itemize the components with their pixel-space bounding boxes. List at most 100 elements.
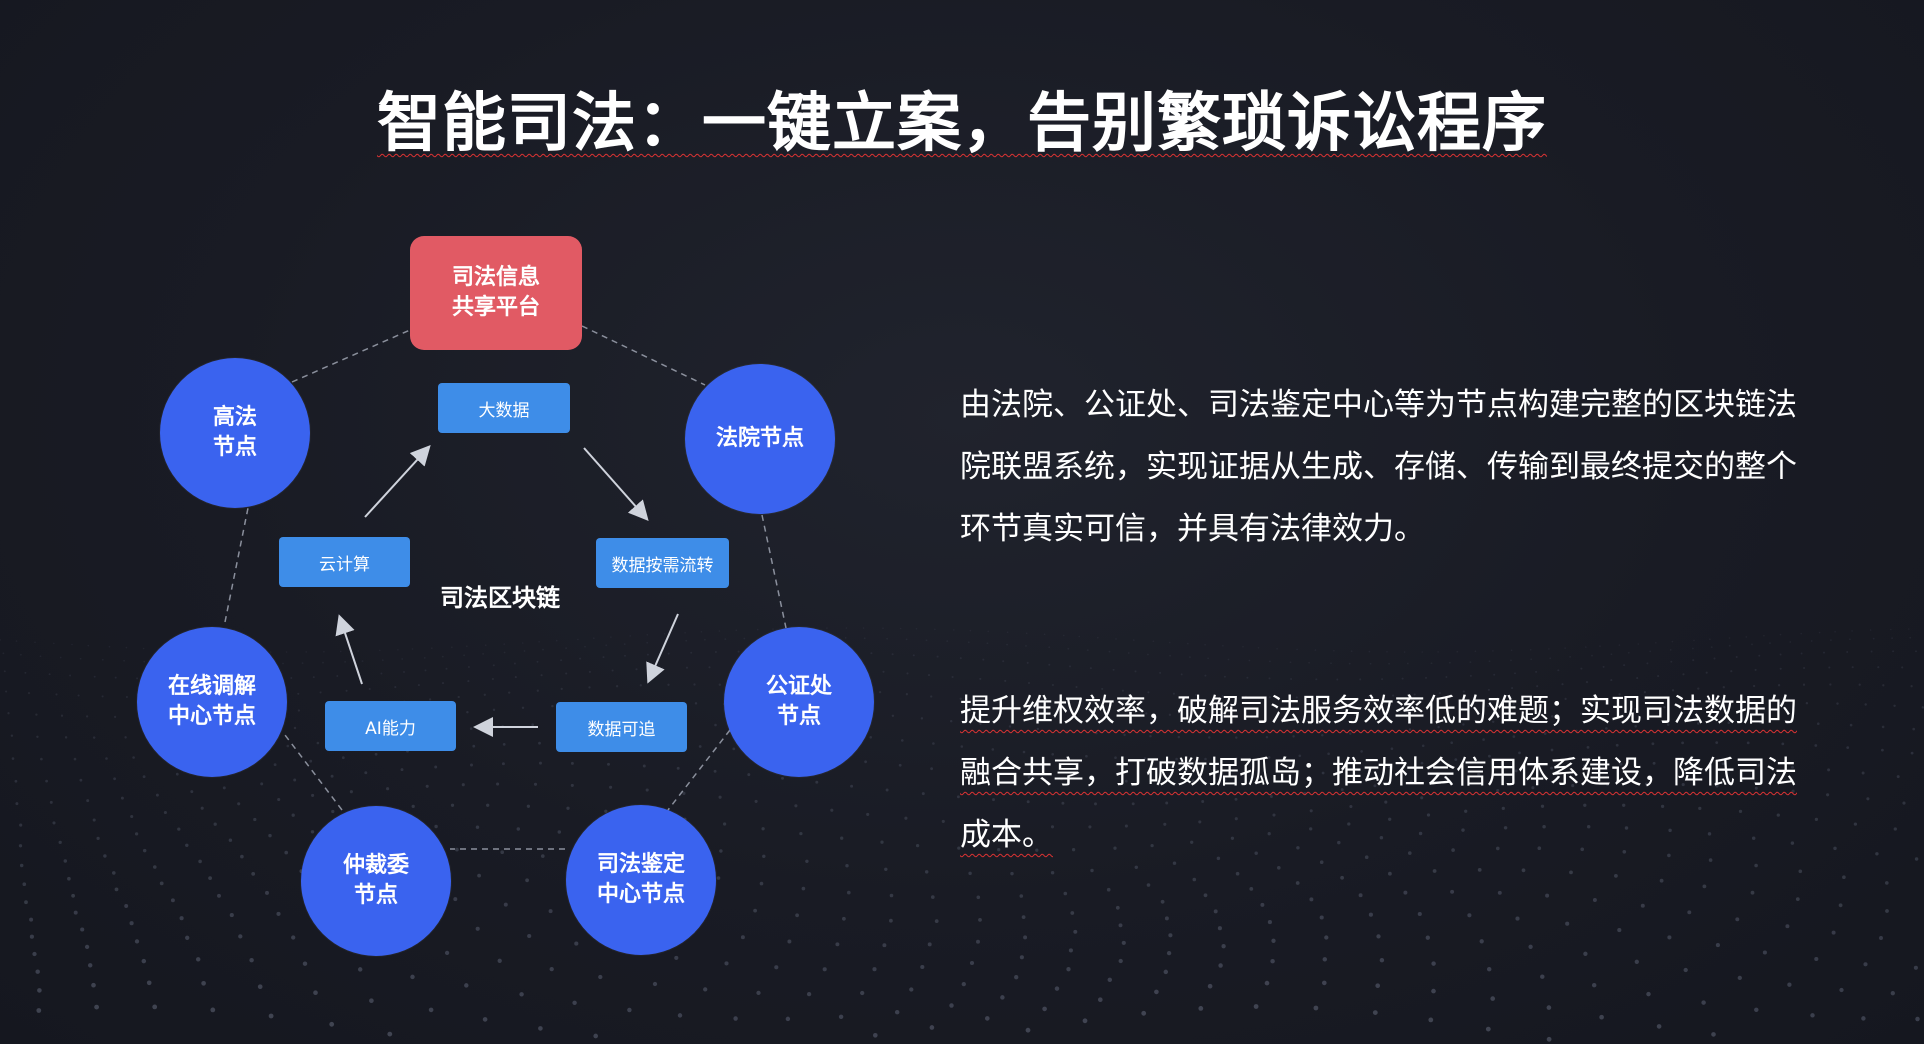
background-dot	[1474, 650, 1477, 653]
background-dot	[1336, 678, 1339, 681]
background-dot	[932, 742, 935, 745]
background-dot	[815, 780, 819, 784]
ring-link-arbitration-mediation	[284, 734, 343, 811]
background-dot	[1349, 804, 1353, 809]
background-dot	[1450, 889, 1455, 894]
background-dot	[1728, 637, 1731, 639]
background-dot	[925, 639, 928, 642]
background-dot	[130, 814, 134, 819]
background-dot	[1254, 851, 1258, 855]
background-dot	[1194, 693, 1198, 697]
background-dot	[1407, 851, 1412, 855]
background-dot	[898, 763, 902, 767]
background-dot	[540, 854, 545, 858]
background-dot	[1192, 877, 1197, 882]
background-dot	[1853, 822, 1858, 826]
background-dot	[1082, 1018, 1088, 1024]
background-dot	[1745, 636, 1748, 638]
background-dot	[163, 810, 167, 815]
background-dot	[1652, 761, 1656, 765]
background-dot	[1101, 687, 1104, 690]
background-dot	[450, 803, 455, 807]
node-arbitration: 仲裁委 节点	[301, 806, 451, 956]
background-dot	[1582, 764, 1586, 768]
background-dot	[1038, 704, 1042, 707]
background-dot	[1390, 747, 1394, 751]
background-dot	[732, 747, 736, 751]
background-dot	[1276, 715, 1279, 719]
background-dot	[1222, 715, 1225, 718]
background-dot	[1292, 735, 1295, 738]
background-dot	[1026, 800, 1030, 804]
background-dot	[1908, 628, 1910, 630]
background-dot	[1141, 1010, 1147, 1016]
background-dot	[1113, 846, 1117, 850]
background-dot	[1267, 756, 1271, 759]
background-dot	[1066, 967, 1071, 972]
background-dot	[1636, 677, 1639, 680]
background-dot	[1014, 975, 1019, 980]
background-dot	[1858, 683, 1861, 686]
background-dot	[542, 648, 544, 651]
background-dot	[882, 627, 884, 629]
background-dot	[175, 772, 179, 776]
background-dot	[1309, 809, 1313, 813]
background-dot	[959, 697, 962, 700]
background-dot	[525, 878, 529, 883]
background-dot	[1296, 846, 1300, 850]
background-dot	[1606, 782, 1610, 786]
background-dot	[740, 935, 745, 940]
background-dot	[1063, 891, 1068, 896]
background-dot	[64, 736, 68, 739]
background-dot	[1086, 649, 1089, 651]
background-dot	[639, 684, 642, 687]
background-dot	[700, 631, 703, 633]
background-dot	[424, 669, 427, 672]
background-dot	[1217, 926, 1222, 931]
background-dot	[912, 654, 915, 657]
background-dot	[1881, 725, 1885, 729]
background-dot	[872, 967, 877, 972]
background-dot	[1450, 741, 1454, 745]
background-dot	[565, 672, 568, 675]
background-dot	[835, 942, 840, 947]
background-dot	[645, 788, 649, 792]
background-dot	[1816, 722, 1820, 726]
background-dot	[611, 669, 614, 672]
background-dot	[305, 651, 308, 653]
background-dot	[1877, 666, 1880, 669]
background-dot	[1403, 890, 1408, 895]
background-dot	[1078, 635, 1081, 638]
background-dot	[1221, 694, 1224, 698]
background-dot	[364, 771, 368, 775]
background-dot	[719, 849, 723, 853]
background-dot	[1198, 1006, 1204, 1011]
background-dot	[1482, 738, 1485, 741]
background-dot	[1208, 736, 1211, 739]
background-dot	[957, 846, 961, 850]
background-dot	[1610, 653, 1613, 656]
background-dot	[840, 836, 844, 840]
background-dot	[830, 808, 834, 812]
background-dot	[1614, 874, 1618, 878]
background-dot	[1762, 950, 1767, 955]
background-dot	[1810, 640, 1813, 642]
background-dot	[1488, 660, 1491, 663]
background-dot	[1000, 995, 1005, 1000]
background-dot	[1169, 654, 1171, 657]
background-dot	[1893, 704, 1896, 708]
background-dot	[1368, 650, 1371, 653]
background-dot	[1814, 744, 1818, 747]
background-dot	[1846, 651, 1849, 653]
background-dot	[1438, 692, 1441, 695]
background-dot	[1550, 766, 1554, 770]
background-dot	[7, 712, 10, 715]
background-dot	[924, 870, 929, 874]
background-dot	[1195, 714, 1198, 718]
background-dot	[322, 661, 324, 664]
background-dot	[260, 782, 264, 786]
background-dot	[1800, 632, 1802, 635]
background-dot	[870, 652, 873, 655]
background-dot	[593, 1033, 599, 1039]
background-dot	[724, 961, 729, 966]
